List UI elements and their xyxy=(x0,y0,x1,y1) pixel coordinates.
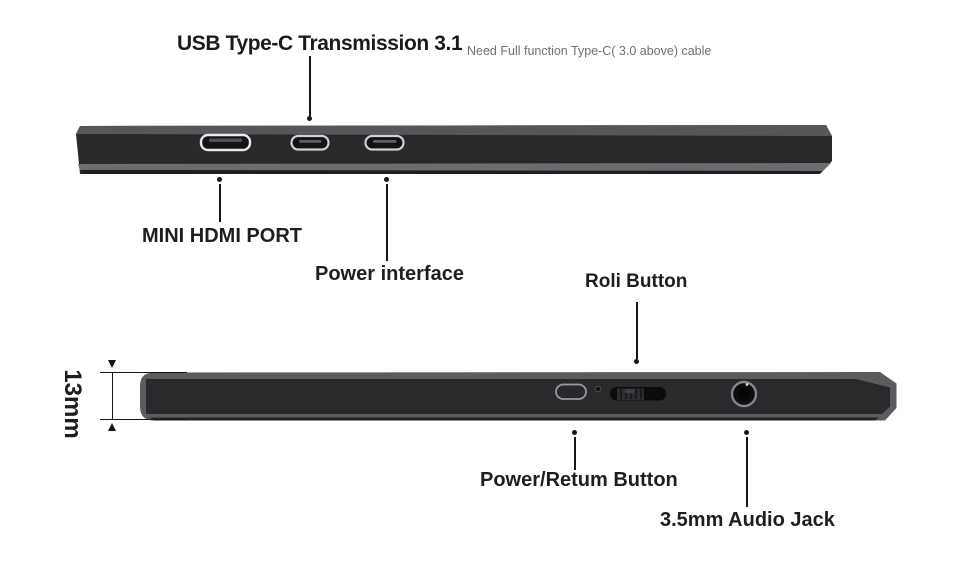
label-power-return-button: Power/Retum Button xyxy=(480,469,678,491)
mini-hdmi-tongue xyxy=(209,138,242,142)
mini-hdmi-port-icon xyxy=(199,133,252,152)
power-button-icon xyxy=(555,383,587,400)
title-usb-typec: USB Type-C Transmission 3.1 xyxy=(177,32,463,55)
device-bottom-shadow xyxy=(80,170,823,174)
dimension-arrow-down-icon xyxy=(108,360,116,368)
leader-line-audio-jack xyxy=(746,437,748,507)
label-roli-button: Roli Button xyxy=(585,271,688,292)
leader-dot-mini-hdmi xyxy=(217,177,222,182)
dimension-line-bottom xyxy=(100,419,187,421)
leader-line-usb-typec xyxy=(309,56,311,116)
leader-line-roli-button xyxy=(636,302,638,359)
audio-jack-highlight xyxy=(745,383,749,386)
device-top-silhouette xyxy=(76,125,832,174)
leader-dot-usb-typec xyxy=(307,116,312,121)
roll-wheel-ridges xyxy=(620,389,642,399)
device2-front-face xyxy=(146,379,890,414)
device2-bottom-shadow xyxy=(150,417,879,421)
label-thickness: 13mm xyxy=(59,369,86,439)
roll-wheel-highlight xyxy=(625,389,634,393)
device-bottom-edge-view xyxy=(140,372,897,421)
label-power-interface: Power interface xyxy=(315,263,464,285)
label-audio-jack: 3.5mm Audio Jack xyxy=(660,509,835,531)
usb-c-1-tongue xyxy=(299,140,322,143)
audio-jack-hole xyxy=(737,387,751,401)
leader-dot-audio-jack xyxy=(744,430,749,435)
title-cable-note: Need Full function Type-C( 3.0 above) ca… xyxy=(467,44,712,58)
device-bottom-face xyxy=(78,163,831,171)
leader-dot-power-interface xyxy=(384,177,389,182)
leader-dot-power-return xyxy=(572,430,577,435)
usb-c-2-tongue xyxy=(373,140,397,143)
dimension-arrow-up-icon xyxy=(108,423,116,431)
leader-line-power-interface xyxy=(386,184,388,261)
leader-dot-roli-button xyxy=(634,359,639,364)
device-top-edge-view xyxy=(76,125,832,174)
label-mini-hdmi-port: MINI HDMI PORT xyxy=(142,225,302,247)
leader-line-power-return xyxy=(574,437,576,470)
leader-line-mini-hdmi xyxy=(219,184,221,222)
dimension-line-top xyxy=(100,372,187,374)
led-indicator-icon xyxy=(594,385,602,393)
dimension-line-vertical xyxy=(112,372,114,420)
device-top-face xyxy=(76,125,832,136)
